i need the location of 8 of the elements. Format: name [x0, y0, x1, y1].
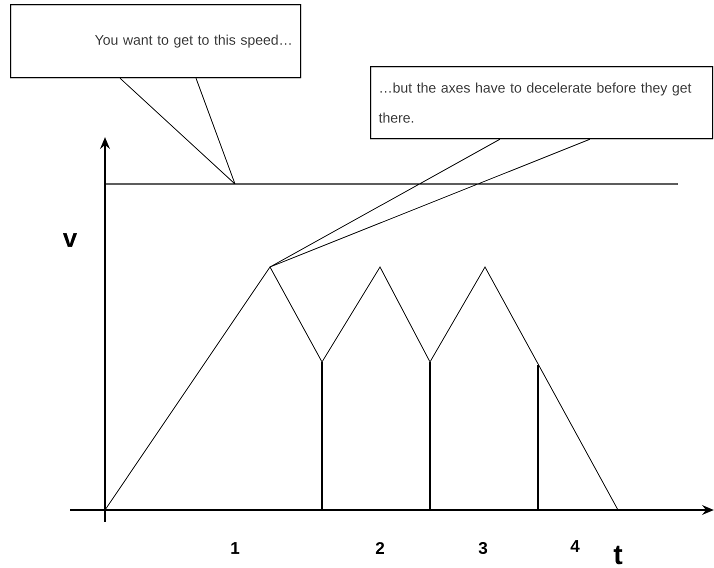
- segment-number: 2: [376, 542, 384, 554]
- segment-number: 3: [478, 542, 488, 554]
- axis-label: v: [62, 233, 78, 247]
- segment-number: 1: [231, 542, 240, 554]
- axis-label: t: [614, 546, 622, 564]
- callout-box: You want to get to this speed…: [10, 4, 302, 78]
- callout-box: …but the axes have to decelerate before they get there.: [370, 66, 714, 140]
- segment-number: 4: [570, 540, 580, 552]
